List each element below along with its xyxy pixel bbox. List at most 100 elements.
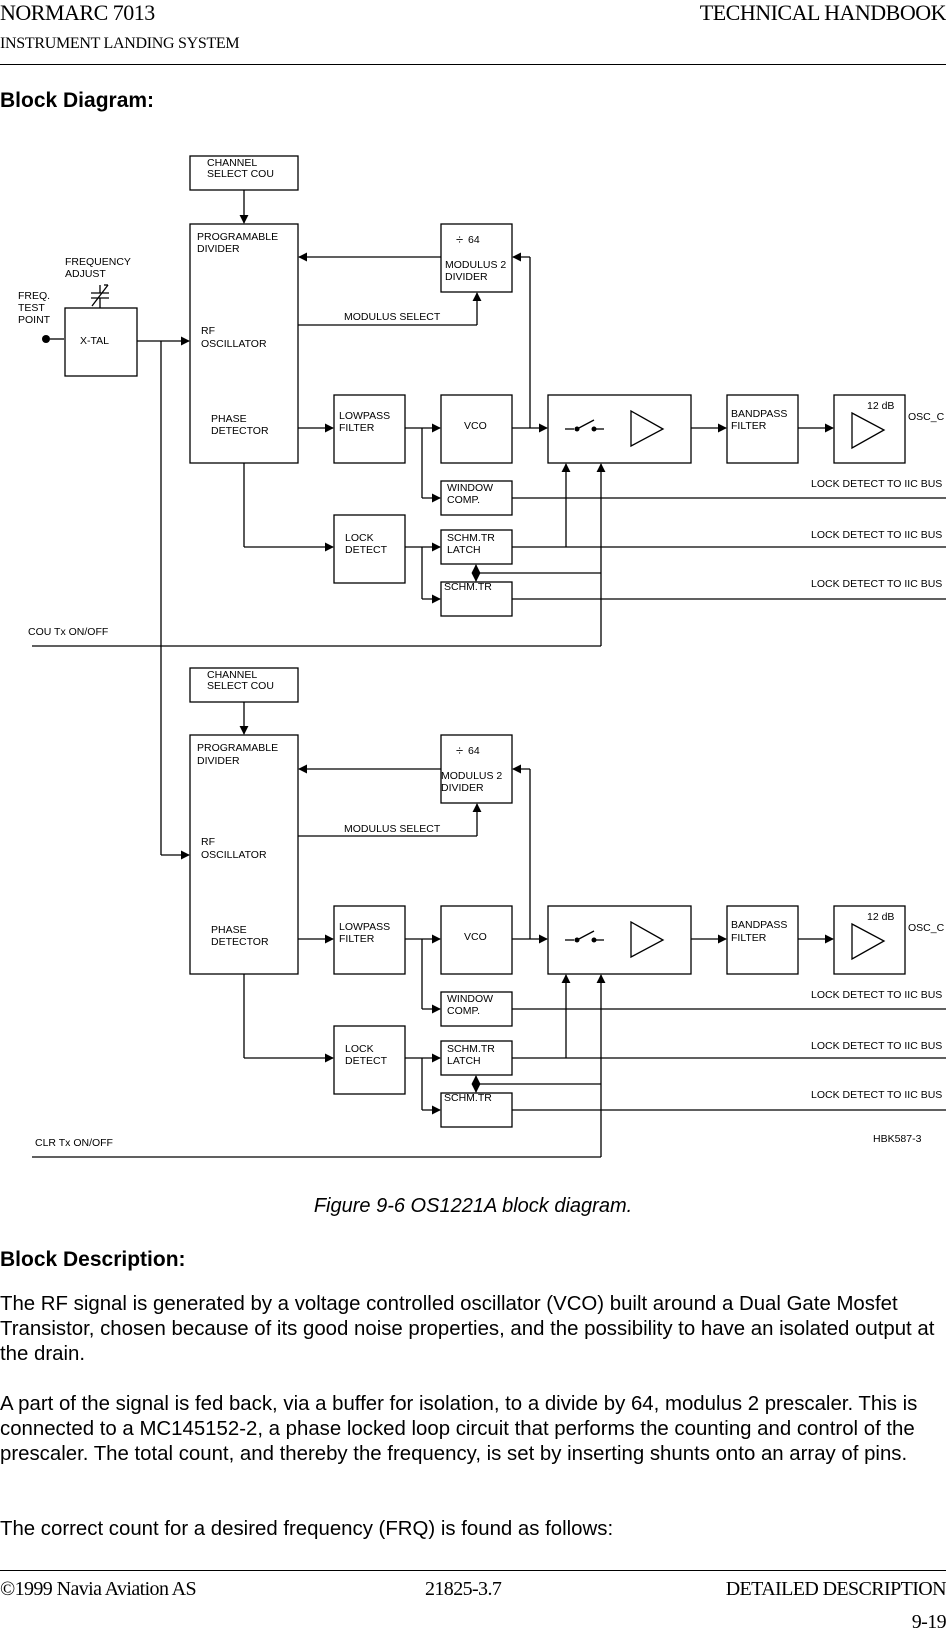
header-subtitle: INSTRUMENT LANDING SYSTEM — [0, 35, 240, 52]
vco-block — [440, 394, 513, 464]
schmitt-latch-label-1: SCHM.TR — [447, 532, 495, 544]
window-comp-label-1b: WINDOW — [447, 993, 493, 1005]
schmitt-latch-block-2 — [440, 1040, 513, 1076]
paragraph-1: The RF signal is generated by a voltage … — [0, 1293, 935, 1365]
lowpass-filter-label-1b: LOWPASS — [339, 921, 390, 933]
rf-switch-icon — [565, 419, 604, 432]
vco-label: VCO — [464, 420, 487, 432]
frequency-adjust-label-2: ADJUST — [65, 268, 106, 280]
osc-output-label-2: OSC_C — [908, 922, 945, 934]
clr-tx-label: CLR Tx ON/OFF — [35, 1137, 113, 1149]
channel-select-label-1: CHANNEL — [207, 157, 257, 169]
freq-test-point-label-3: POINT — [18, 314, 51, 326]
lock-detect-block — [333, 514, 406, 584]
bandpass-filter-label-1b: BANDPASS — [731, 919, 787, 931]
rf-oscillator-label-1: RF — [201, 325, 215, 337]
programable-divider-label-2: DIVIDER — [197, 243, 240, 255]
section-title-block-diagram: Block Diagram: — [0, 89, 155, 112]
lock-bus-label-1: LOCK DETECT TO IIC BUS — [811, 478, 942, 490]
vco-block-2 — [440, 905, 513, 975]
rf-switch-icon-2 — [565, 930, 604, 943]
rf-oscillator-label-1b: RF — [201, 836, 215, 848]
lowpass-filter-label-1: LOWPASS — [339, 410, 390, 422]
window-comp-block-2 — [440, 991, 513, 1027]
freq-test-point-label-2: TEST — [18, 302, 45, 314]
schmitt-label-2: SCHM.TR — [444, 1092, 492, 1104]
amplifier-icon-2 — [630, 920, 665, 959]
channel-select-label-1b: CHANNEL — [207, 669, 257, 681]
schmitt-latch-label-2b: LATCH — [447, 1055, 481, 1067]
divide-icon-2: ÷ — [456, 743, 463, 758]
window-comp-label-2: COMP. — [447, 494, 480, 506]
page-number: 9-19 — [911, 1611, 946, 1633]
lock-bus-label-5: LOCK DETECT TO IIC BUS — [811, 1040, 942, 1052]
freq-test-point-label-1: FREQ. — [18, 290, 50, 302]
schmitt-latch-label-1b: SCHM.TR — [447, 1043, 495, 1055]
channel-clr: CHANNEL SELECT COU PROGRAMABLE DIVIDER R… — [32, 667, 946, 1158]
modulus-select-label-2: MODULUS SELECT — [344, 823, 441, 835]
variable-capacitor-icon — [91, 284, 109, 308]
output-amplifier-block-2 — [833, 905, 906, 975]
footer-rule — [0, 1570, 946, 1571]
phase-detector-label-1: PHASE — [211, 413, 247, 425]
lock-detect-label-1: LOCK — [345, 532, 374, 544]
modulus-divider-block — [440, 223, 513, 293]
modulus-divider-label-1: MODULUS 2 — [445, 259, 506, 271]
programable-divider-label-2b: DIVIDER — [197, 755, 240, 767]
lock-bus-label-3: LOCK DETECT TO IIC BUS — [811, 578, 942, 590]
window-comp-block — [440, 480, 513, 516]
bandpass-filter-block-2 — [726, 905, 799, 975]
footer-doc-number: 21825-3.7 — [425, 1578, 502, 1600]
lowpass-filter-label-2: FILTER — [339, 422, 375, 434]
schmitt-label: SCHM.TR — [444, 581, 492, 593]
block-diagram: FREQ. TEST POINT FREQUENCY ADJUST X-TAL … — [18, 155, 946, 1158]
paragraph-3: The correct count for a desired frequenc… — [0, 1518, 614, 1540]
lock-detect-label-2b: DETECT — [345, 1055, 388, 1067]
vco-label-2: VCO — [464, 931, 487, 943]
lowpass-filter-block — [333, 394, 406, 464]
footer-copyright: ©1999 Navia Aviation AS — [0, 1578, 197, 1600]
divide-value-label-2: 64 — [468, 745, 480, 757]
rf-oscillator-label-2b: OSCILLATOR — [201, 849, 267, 861]
xtal-section: FREQ. TEST POINT FREQUENCY ADJUST X-TAL — [18, 256, 190, 860]
modulus-select-label: MODULUS SELECT — [344, 311, 441, 323]
programable-divider-label-1b: PROGRAMABLE — [197, 742, 278, 754]
lock-bus-label-6: LOCK DETECT TO IIC BUS — [811, 1089, 942, 1101]
pll-block-2 — [189, 734, 299, 975]
lock-bus-label-4: LOCK DETECT TO IIC BUS — [811, 989, 942, 1001]
phase-detector-label-1b: PHASE — [211, 924, 247, 936]
schmitt-latch-block — [440, 529, 513, 565]
phase-detector-label-2b: DETECTOR — [211, 936, 269, 948]
output-amplifier-icon — [851, 411, 886, 450]
header-doc-title: NORMARC 7013 — [0, 0, 155, 25]
modulus-divider-block-2 — [440, 734, 513, 804]
figure-caption: Figure 9-6 OS1221A block diagram. — [313, 1195, 633, 1217]
modulus-divider-label-1b: MODULUS 2 — [441, 770, 502, 782]
channel-select-block — [189, 155, 299, 191]
gain-label-2: 12 dB — [867, 911, 894, 923]
freq-test-point-dot — [42, 335, 50, 343]
channel-select-label-2b: SELECT COU — [207, 680, 274, 692]
modulus-divider-label-2: DIVIDER — [445, 271, 488, 283]
lowpass-filter-block-2 — [333, 905, 406, 975]
divide-value-label: 64 — [468, 234, 480, 246]
osc-output-label: OSC_C — [908, 411, 945, 423]
section-title-block-description: Block Description: — [0, 1248, 186, 1271]
output-amplifier-icon-2 — [851, 922, 886, 961]
lock-detect-label-2: DETECT — [345, 544, 388, 556]
gain-label: 12 dB — [867, 400, 894, 412]
divide-icon: ÷ — [456, 232, 463, 247]
schmitt-latch-label-2: LATCH — [447, 544, 481, 556]
footer-section: DETAILED DESCRIPTION — [725, 1578, 946, 1600]
lock-detect-block-2 — [333, 1025, 406, 1095]
rf-oscillator-label-2: OSCILLATOR — [201, 338, 267, 350]
bandpass-filter-label-1: BANDPASS — [731, 408, 787, 420]
header-rule — [0, 64, 946, 65]
modulus-divider-label-2b: DIVIDER — [441, 782, 484, 794]
xtal-label: X-TAL — [80, 335, 109, 347]
phase-detector-label-2: DETECTOR — [211, 425, 269, 437]
lowpass-filter-label-2b: FILTER — [339, 933, 375, 945]
frequency-adjust-label-1: FREQUENCY — [65, 256, 131, 268]
programable-divider-label-1: PROGRAMABLE — [197, 231, 278, 243]
bandpass-filter-label-2b: FILTER — [731, 932, 767, 944]
